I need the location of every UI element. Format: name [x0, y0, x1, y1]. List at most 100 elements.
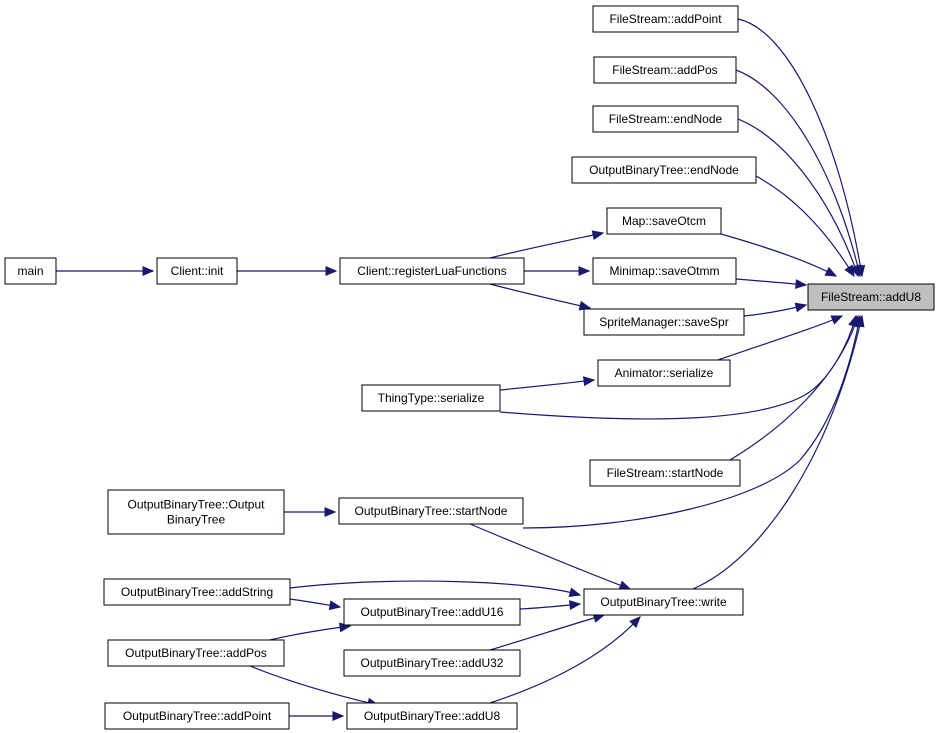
node-obt-add-u32[interactable]: OutputBinaryTree::addU32	[343, 649, 521, 677]
node-fs-add-pos[interactable]: FileStream::addPos	[593, 56, 737, 84]
edge-fs-add-point-to-add-u8	[737, 18, 866, 278]
edge-obt-add-u32-to-obt-write	[489, 613, 606, 651]
arrowhead-icon	[618, 580, 632, 590]
arrowhead-icon	[794, 302, 808, 313]
edge-line	[720, 233, 837, 277]
node-label: FileStream::endNode	[609, 112, 723, 126]
edge-obt-write-to-add-u8	[692, 314, 865, 590]
edge-line	[499, 379, 595, 391]
node-box	[346, 702, 518, 730]
node-obt-ctor[interactable]: OutputBinaryTree::OutputBinaryTree	[107, 489, 285, 535]
node-box	[592, 257, 737, 285]
node-obt-add-string[interactable]: OutputBinaryTree::addString	[103, 578, 291, 606]
node-label: ThingType::serialize	[378, 391, 485, 405]
node-label: Map::saveOtcm	[622, 214, 706, 228]
edge-obt-ctor-to-obt-start-node	[283, 507, 337, 517]
edge-obt-start-node-to-obt-write	[469, 523, 632, 590]
arrowhead-icon	[568, 587, 582, 598]
node-obt-end-node[interactable]: OutputBinaryTree::endNode	[571, 156, 757, 184]
node-box	[107, 489, 285, 535]
node-label: OutputBinaryTree::endNode	[589, 163, 739, 177]
arrowhead-icon	[795, 279, 808, 289]
node-label: OutputBinaryTree::addString	[121, 585, 273, 599]
node-box	[361, 384, 501, 412]
node-box	[104, 702, 290, 730]
edge-line	[735, 69, 861, 277]
edge-client-register-to-map-save-otcm	[489, 230, 605, 259]
arrowhead-icon	[629, 616, 641, 629]
edge-line	[489, 616, 641, 704]
node-obt-start-node[interactable]: OutputBinaryTree::startNode	[338, 497, 524, 525]
edge-obt-start-node-to-add-u8	[522, 314, 863, 529]
node-animator-serialize[interactable]: Animator::serialize	[597, 359, 731, 387]
arrowhead-icon	[830, 315, 844, 325]
arrowhead-icon	[569, 600, 582, 610]
node-label: Minimap::saveOtmm	[609, 264, 719, 278]
edge-line	[755, 175, 855, 277]
node-thing-serialize[interactable]: ThingType::serialize	[361, 384, 501, 412]
edge-obt-add-string-to-obt-add-u16	[289, 598, 342, 611]
node-main[interactable]: main	[4, 257, 57, 285]
node-obt-add-u16[interactable]: OutputBinaryTree::addU16	[343, 598, 521, 626]
edge-minimap-save-otmm-to-add-u8	[735, 278, 808, 289]
node-fs-start-node[interactable]: FileStream::startNode	[589, 459, 741, 487]
node-label: Client::registerLuaFunctions	[357, 264, 506, 278]
edge-obt-add-pos-to-obt-add-u16	[269, 622, 352, 641]
node-label: BinaryTree	[167, 513, 226, 527]
edge-line	[737, 18, 863, 277]
edge-client-register-to-minimap-save-otmm	[523, 266, 591, 276]
edge-line	[729, 315, 859, 461]
edge-line	[269, 625, 351, 641]
node-box	[589, 459, 741, 487]
node-box	[592, 5, 739, 33]
node-label: FileStream::addU8	[821, 290, 921, 304]
node-obt-add-u8[interactable]: OutputBinaryTree::addU8	[346, 702, 518, 730]
edge-main-to-client-init	[55, 266, 155, 276]
node-fs-add-point[interactable]: FileStream::addPoint	[592, 5, 739, 33]
edge-line	[289, 580, 581, 596]
node-box	[583, 308, 745, 336]
arrowhead-icon	[325, 266, 338, 276]
node-label: FileStream::addPos	[612, 63, 717, 77]
node-label: OutputBinaryTree::startNode	[355, 504, 508, 518]
edge-line	[489, 614, 605, 651]
node-map-save-otcm[interactable]: Map::saveOtcm	[606, 207, 722, 235]
edge-client-init-to-client-register	[236, 266, 338, 276]
edge-line	[469, 523, 631, 590]
edge-obt-add-point-to-obt-add-u8	[289, 711, 345, 721]
arrowhead-icon	[582, 376, 596, 387]
node-sprite-save-spr[interactable]: SpriteManager::saveSpr	[583, 308, 745, 336]
node-obt-add-point[interactable]: OutputBinaryTree::addPoint	[104, 702, 290, 730]
node-box	[156, 257, 238, 285]
node-box	[571, 156, 757, 184]
arrowhead-icon	[328, 600, 342, 611]
edge-obt-add-u8-to-obt-write	[489, 616, 641, 704]
node-box	[339, 257, 525, 285]
node-box	[597, 359, 731, 387]
node-obt-add-pos[interactable]: OutputBinaryTree::addPos	[107, 639, 285, 667]
arrowhead-icon	[854, 314, 865, 328]
node-client-register[interactable]: Client::registerLuaFunctions	[339, 257, 525, 285]
node-label: OutputBinaryTree::addPos	[125, 646, 267, 660]
node-box	[103, 578, 291, 606]
node-label: OutputBinaryTree::addPoint	[123, 709, 272, 723]
node-label: Client::init	[171, 264, 224, 278]
edge-line	[249, 665, 379, 706]
arrowhead-icon	[578, 266, 591, 276]
node-label: OutputBinaryTree::addU16	[361, 605, 504, 619]
node-box	[606, 207, 722, 235]
node-add-u8[interactable]: FileStream::addU8	[807, 283, 935, 311]
node-obt-write[interactable]: OutputBinaryTree::write	[583, 588, 744, 616]
node-fs-end-node[interactable]: FileStream::endNode	[592, 105, 739, 133]
edge-thing-serialize-to-animator-serialize	[499, 376, 596, 391]
node-minimap-save-otmm[interactable]: Minimap::saveOtmm	[592, 257, 737, 285]
node-label: OutputBinaryTree::addU8	[364, 709, 501, 723]
node-box	[4, 257, 57, 285]
node-box	[807, 283, 935, 311]
edge-line	[489, 283, 591, 309]
node-client-init[interactable]: Client::init	[156, 257, 238, 285]
arrowhead-icon	[324, 507, 337, 517]
node-box	[583, 588, 744, 616]
edge-line	[522, 315, 861, 529]
arrowhead-icon	[824, 266, 838, 277]
